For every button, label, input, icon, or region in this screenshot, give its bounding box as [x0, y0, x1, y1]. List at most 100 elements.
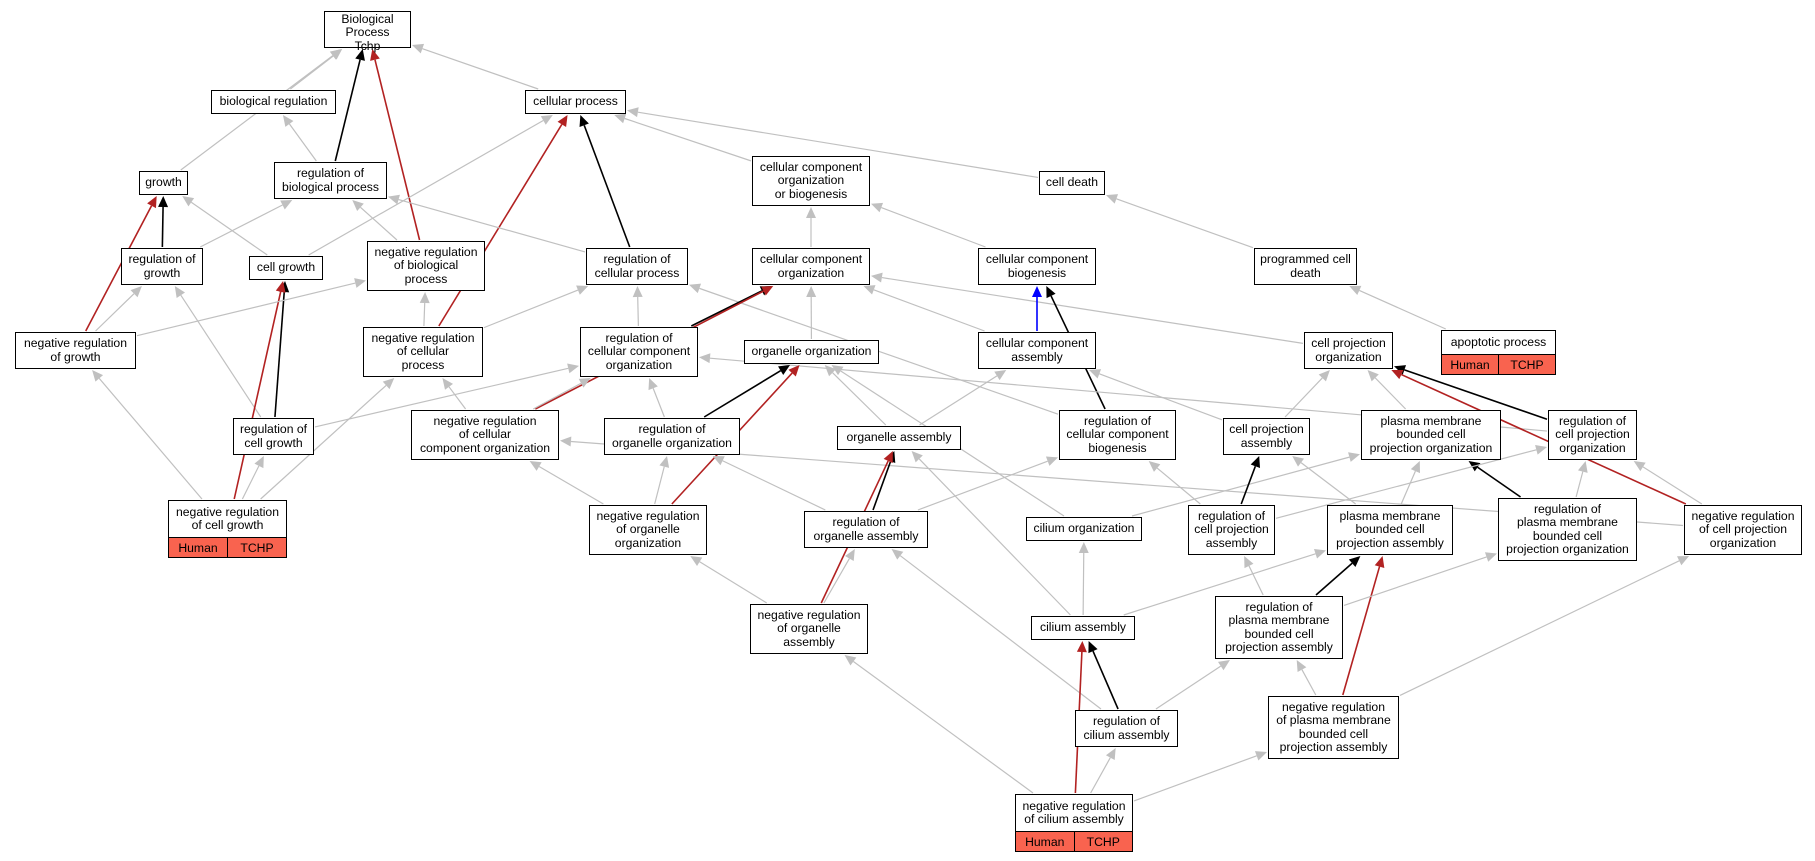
arrowhead-icon — [632, 286, 643, 298]
edge-line — [1131, 456, 1350, 517]
edge-is-a — [844, 655, 1034, 794]
edge-is-a — [891, 549, 1102, 710]
term-label: negative regulation of organelle assembl… — [757, 607, 861, 649]
arrowhead-icon — [419, 292, 430, 304]
term-node-growth[interactable]: growth — [139, 171, 188, 195]
edge-is-a — [136, 278, 366, 337]
edge-line — [917, 460, 1048, 511]
term-node-reg-cell-projection-assembly[interactable]: regulation of cell projection assembly — [1188, 505, 1275, 555]
term-node-cell-projection-org[interactable]: cell projection organization — [1304, 332, 1393, 369]
arrowhead-icon — [529, 461, 542, 471]
term-node-neg-reg-cc-organization[interactable]: negative regulation of cellular componen… — [411, 410, 559, 460]
term-label: regulation of biological process — [282, 166, 379, 194]
edge-is-a — [1575, 461, 1588, 498]
arrowhead-icon — [382, 378, 395, 390]
term-node-reg-pm-bounded-cell-projection-assembly[interactable]: regulation of plasma membrane bounded ce… — [1215, 596, 1343, 659]
edge-is-a — [260, 378, 395, 500]
arrowhead-icon — [1254, 751, 1267, 761]
edge-is-a — [824, 365, 887, 426]
term-node-pm-bounded-cell-projection-org[interactable]: plasma membrane bounded cell projection … — [1361, 410, 1501, 460]
edge-is-a — [1133, 751, 1267, 802]
edge-line — [654, 466, 665, 505]
species-tag: Human — [178, 540, 218, 555]
term-label: regulation of growth — [128, 252, 196, 280]
arrowhead-icon — [1089, 369, 1102, 379]
arrowhead-icon — [412, 43, 425, 54]
term-label: cell projection assembly — [1229, 422, 1304, 450]
arrowhead-icon — [329, 49, 342, 60]
edge-line — [899, 555, 1102, 710]
arrowhead-icon — [280, 200, 293, 210]
term-node-neg-reg-organelle-assembly[interactable]: negative regulation of organelle assembl… — [750, 604, 868, 654]
term-node-bp[interactable]: Biological Process Tchp — [324, 11, 411, 53]
term-node-neg-reg-pm-bounded-cell-projection-assembly[interactable]: negative regulation of plasma membrane b… — [1268, 696, 1399, 759]
term-node-cc-org-biogenesis[interactable]: cellular component organization or bioge… — [752, 156, 870, 206]
edge-line — [1300, 462, 1357, 505]
edge-line — [260, 384, 387, 500]
arrowhead-icon — [275, 281, 286, 293]
edge-line — [1301, 669, 1317, 696]
edge-line — [438, 123, 563, 327]
arrowhead-icon — [130, 286, 142, 298]
term-node-biological-regulation[interactable]: biological regulation — [211, 90, 336, 114]
term-node-cc-assembly[interactable]: cellular component assembly — [978, 332, 1096, 369]
term-node-neg-reg-cell-projection-org[interactable]: negative regulation of cell projection o… — [1684, 505, 1802, 555]
term-label: plasma membrane bounded cell projection … — [1369, 413, 1493, 455]
edge-line — [918, 458, 1071, 616]
edge-line — [233, 291, 282, 500]
term-node-reg-cc-biogenesis[interactable]: regulation of cellular component biogene… — [1059, 410, 1176, 460]
term-node-reg-cell-growth[interactable]: regulation of cell growth — [233, 418, 314, 455]
edge-is-a — [1078, 542, 1089, 616]
edge-is-a — [712, 456, 826, 511]
term-node-organelle-assembly[interactable]: organelle assembly — [837, 426, 961, 450]
term-node-cilium-organization[interactable]: cilium organization — [1026, 517, 1142, 541]
term-node-cell-death[interactable]: cell death — [1039, 171, 1105, 195]
term-node-neg-reg-organelle-organization[interactable]: negative regulation of organelle organiz… — [589, 505, 707, 555]
edge-is-a — [1106, 194, 1254, 249]
term-node-cell-growth[interactable]: cell growth — [249, 256, 323, 280]
edge-line — [1343, 556, 1487, 606]
term-node-reg-cellular-process[interactable]: regulation of cellular process — [586, 248, 688, 285]
edge-part-of — [334, 49, 365, 162]
arrowhead-icon — [994, 370, 1007, 381]
term-node-reg-growth[interactable]: regulation of growth — [121, 248, 203, 285]
term-node-organelle-organization[interactable]: organelle organization — [744, 340, 879, 364]
arrowhead-icon — [1244, 556, 1254, 569]
edge-line — [483, 289, 579, 329]
term-node-pm-bounded-cell-projection-assembly[interactable]: plasma membrane bounded cell projection … — [1327, 505, 1453, 555]
edge-is-a — [182, 196, 268, 256]
arrowhead-icon — [1633, 461, 1646, 472]
term-node-cilium-assembly[interactable]: cilium assembly — [1031, 616, 1135, 640]
term-node-cell-projection-assembly[interactable]: cell projection assembly — [1223, 418, 1310, 455]
edge-line — [398, 199, 586, 253]
term-node-neg-reg-biological-process[interactable]: negative regulation of biological proces… — [367, 241, 485, 291]
arrowhead-icon — [1045, 456, 1058, 466]
term-node-reg-biological-process[interactable]: regulation of biological process — [274, 162, 387, 199]
arrowhead-icon — [182, 196, 195, 207]
gene-tag: TCHP — [227, 538, 286, 557]
term-node-cc-organization[interactable]: cellular component organization — [752, 248, 870, 285]
term-label: Biological Process Tchp — [341, 12, 394, 53]
term-node-reg-cilium-assembly[interactable]: regulation of cilium assembly — [1075, 710, 1178, 747]
term-node-neg-reg-growth[interactable]: negative regulation of growth — [15, 332, 136, 369]
term-node-cc-biogenesis[interactable]: cellular component biogenesis — [978, 248, 1096, 285]
term-node-reg-organelle-assembly[interactable]: regulation of organelle assembly — [804, 511, 928, 548]
term-node-reg-cell-projection-org[interactable]: regulation of cell projection organizati… — [1548, 410, 1637, 460]
edge-line — [1642, 466, 1703, 505]
edge-is-a — [863, 285, 985, 332]
term-node-reg-pm-bounded-cell-projection-org[interactable]: regulation of plasma membrane bounded ce… — [1498, 498, 1637, 561]
term-label: cellular process — [533, 94, 618, 109]
edge-is-a — [614, 113, 752, 162]
term-node-reg-cc-organization[interactable]: regulation of cellular component organiz… — [580, 327, 698, 377]
arrowhead-icon — [1535, 444, 1547, 455]
arrowhead-icon — [254, 456, 264, 469]
arrowhead-icon — [806, 207, 816, 218]
term-node-cellular-process[interactable]: cellular process — [525, 90, 626, 114]
term-node-reg-organelle-organization[interactable]: regulation of organelle organization — [604, 418, 740, 455]
term-node-programmed-cell-death[interactable]: programmed cell death — [1254, 248, 1357, 285]
edge-line — [538, 466, 604, 505]
term-node-neg-reg-cellular-process[interactable]: negative regulation of cellular process — [363, 327, 483, 377]
